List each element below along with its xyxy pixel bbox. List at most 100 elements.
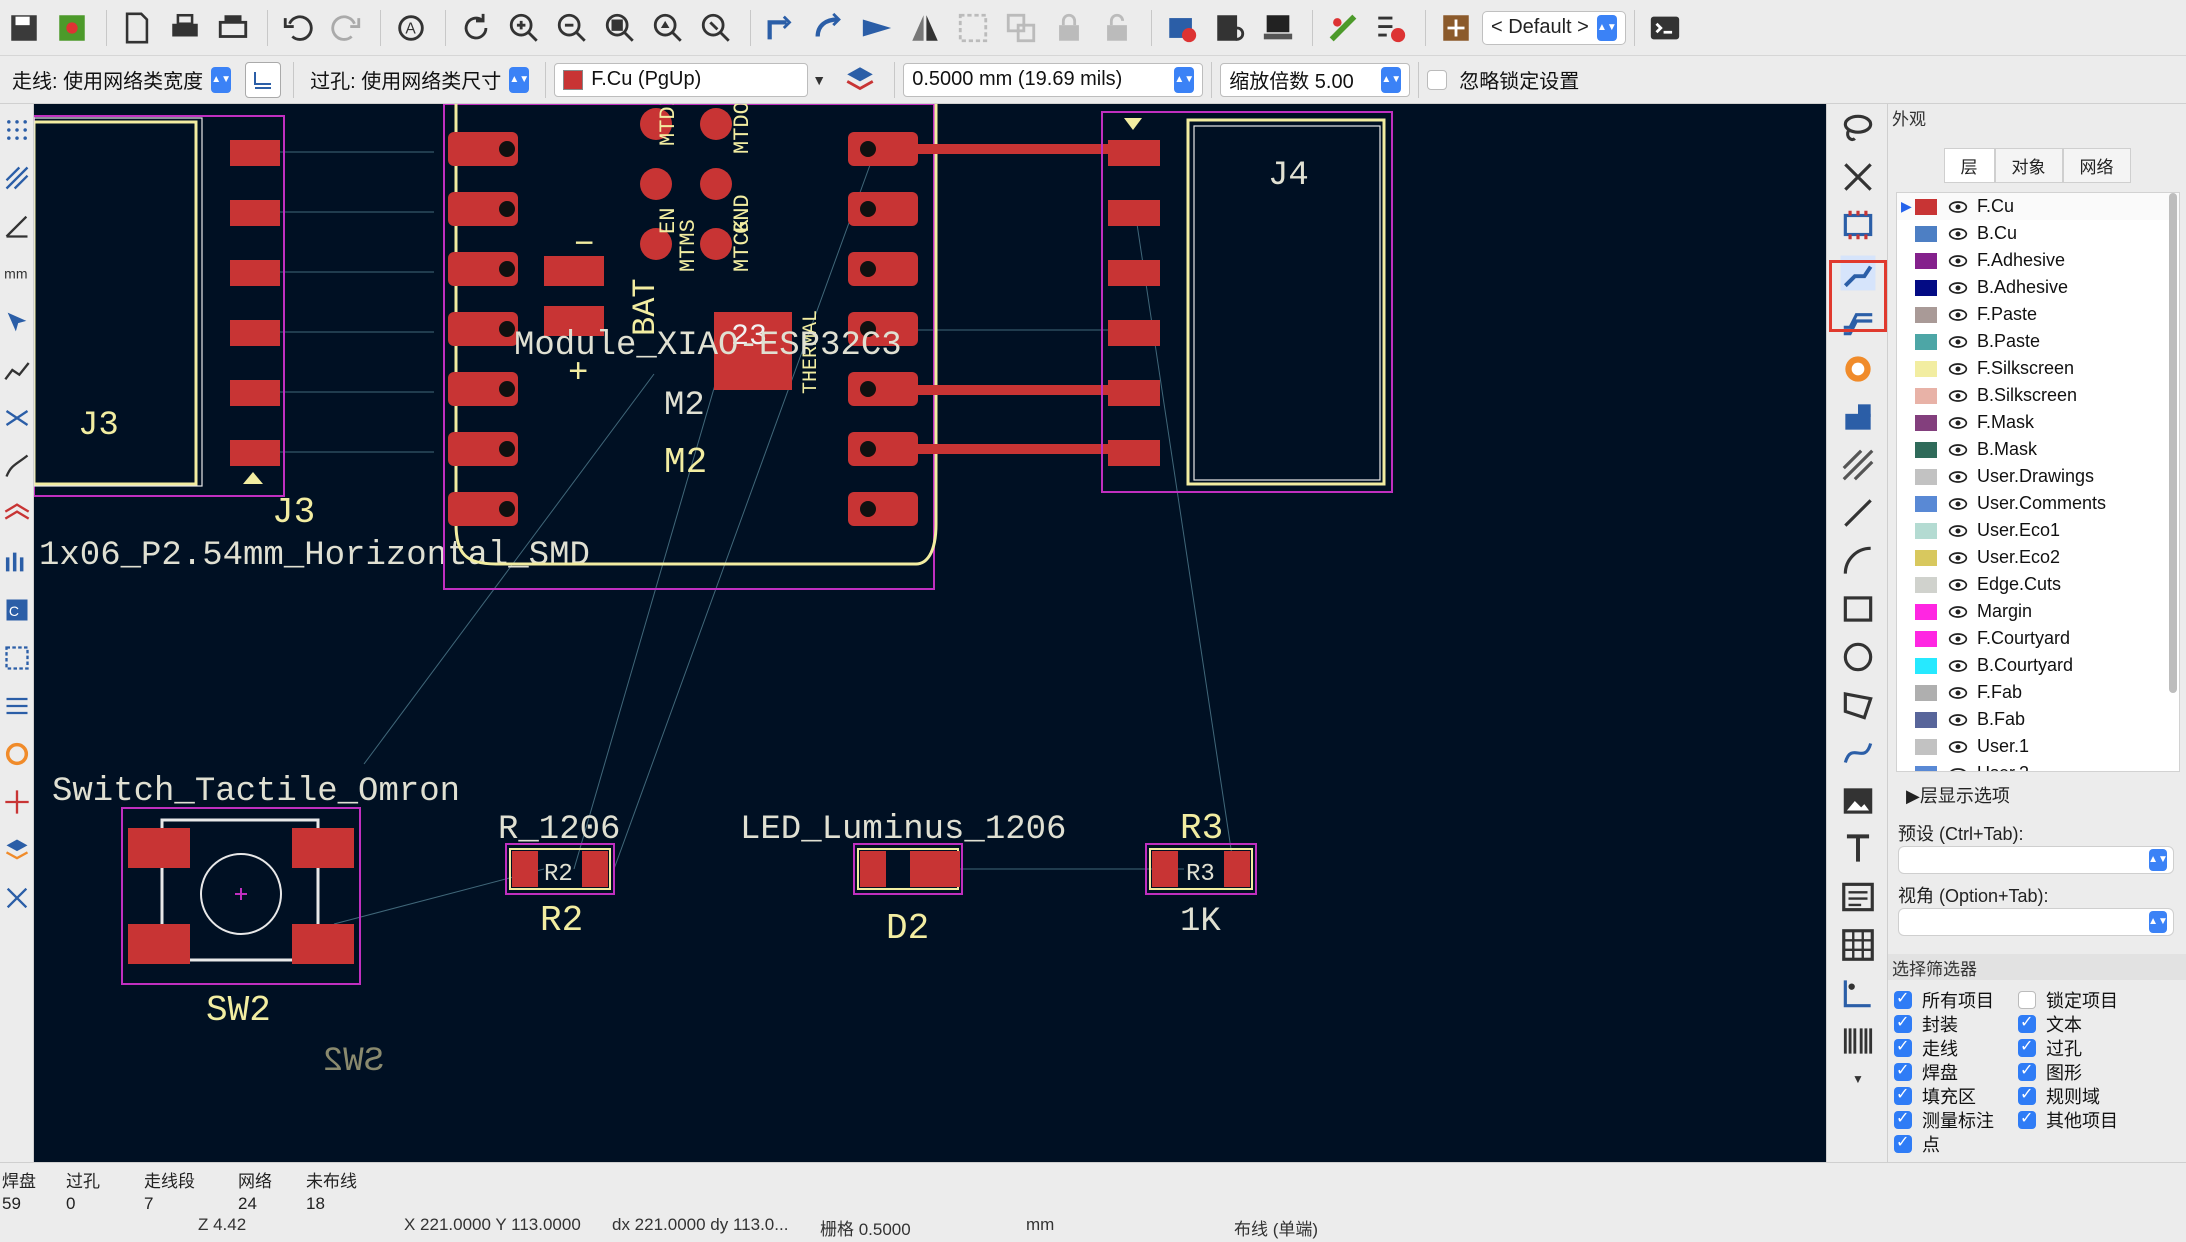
filter-checkbox[interactable] bbox=[1894, 988, 1912, 1009]
undo-icon[interactable] bbox=[276, 6, 320, 50]
zoom-selection-icon[interactable] bbox=[694, 6, 738, 50]
footprint-editor-icon[interactable] bbox=[1208, 6, 1252, 50]
ungroup-icon[interactable] bbox=[999, 6, 1043, 50]
filter-checkbox[interactable] bbox=[2018, 1036, 2036, 1057]
filter-checkbox[interactable] bbox=[1894, 1060, 1912, 1081]
filter-checkbox[interactable] bbox=[1894, 1036, 1912, 1057]
rotate-ccw-icon[interactable] bbox=[759, 6, 803, 50]
local-ratsnest-icon[interactable] bbox=[1827, 154, 1889, 200]
view-dropdown[interactable]: ▲▼ bbox=[1898, 908, 2174, 936]
layer-color-swatch[interactable] bbox=[1915, 522, 1937, 539]
eye-icon[interactable] bbox=[1947, 628, 1969, 650]
page-settings-icon[interactable] bbox=[115, 6, 159, 50]
draw-bezier-icon[interactable] bbox=[1827, 730, 1889, 776]
flip-icon[interactable] bbox=[855, 6, 899, 50]
filter-checkbox[interactable] bbox=[2018, 1012, 2036, 1033]
add-barcode-icon[interactable] bbox=[1827, 1018, 1889, 1064]
track-outline-icon[interactable] bbox=[0, 636, 34, 680]
filter-option[interactable]: 文本 bbox=[2018, 1012, 2142, 1036]
checklist-icon[interactable] bbox=[1369, 6, 1413, 50]
cursor-icon[interactable] bbox=[0, 300, 34, 344]
layer-color-swatch[interactable] bbox=[1915, 306, 1937, 323]
layer-color-swatch[interactable] bbox=[1915, 279, 1937, 296]
layer-row[interactable]: B.Mask bbox=[1897, 436, 2179, 463]
layer-scrollbar[interactable] bbox=[2169, 193, 2177, 693]
overlay-grid-icon[interactable] bbox=[0, 156, 34, 200]
preset-dropdown[interactable]: ▲▼ bbox=[1898, 846, 2174, 874]
filter-checkbox[interactable] bbox=[2018, 1084, 2036, 1105]
lasso-select-icon[interactable] bbox=[1827, 106, 1889, 152]
layer-row[interactable]: B.Courtyard bbox=[1897, 652, 2179, 679]
layer-row[interactable]: User.1 bbox=[1897, 733, 2179, 760]
group-icon[interactable] bbox=[951, 6, 995, 50]
eye-icon[interactable] bbox=[1947, 493, 1969, 515]
layers-manager-icon[interactable] bbox=[0, 828, 34, 872]
layer-color-swatch[interactable] bbox=[1915, 252, 1937, 269]
ignore-lock-checkbox[interactable] bbox=[1427, 69, 1448, 90]
layer-row[interactable]: F.Mask bbox=[1897, 409, 2179, 436]
layer-color-swatch[interactable] bbox=[1915, 468, 1937, 485]
refresh-icon[interactable] bbox=[454, 6, 498, 50]
filter-option[interactable]: 过孔 bbox=[2018, 1036, 2142, 1060]
tab-nets[interactable]: 网络 bbox=[2062, 148, 2131, 183]
show-ratsnest-icon[interactable] bbox=[0, 396, 34, 440]
filter-option[interactable]: 测量标注 bbox=[1894, 1108, 2018, 1132]
eye-icon[interactable] bbox=[1947, 358, 1969, 380]
ratsnest-icon[interactable] bbox=[0, 348, 34, 392]
layer-row[interactable]: B.Cu bbox=[1897, 220, 2179, 247]
tab-objects[interactable]: 对象 bbox=[1994, 148, 2063, 183]
layer-color-swatch[interactable] bbox=[1915, 333, 1937, 350]
draw-arc-icon[interactable] bbox=[1827, 538, 1889, 584]
layer-color-swatch[interactable] bbox=[1915, 630, 1937, 647]
layer-row[interactable]: B.Silkscreen bbox=[1897, 382, 2179, 409]
layer-color-swatch[interactable] bbox=[1915, 495, 1937, 512]
layer-row[interactable]: Margin bbox=[1897, 598, 2179, 625]
filter-checkbox[interactable] bbox=[1894, 1132, 1912, 1153]
zoom-select[interactable]: 缩放倍数 5.00 ▲▼ bbox=[1220, 62, 1411, 97]
layer-row[interactable]: F.Adhesive bbox=[1897, 247, 2179, 274]
layer-color-swatch[interactable] bbox=[1915, 657, 1937, 674]
auto-track-width-icon[interactable] bbox=[245, 61, 282, 98]
layer-row[interactable]: User.2 bbox=[1897, 760, 2179, 771]
layer-row[interactable]: ▶F.Cu bbox=[1897, 193, 2179, 220]
grid-toggle-icon[interactable] bbox=[0, 108, 34, 152]
tab-layers[interactable]: 层 bbox=[1943, 148, 1995, 183]
properties-icon[interactable] bbox=[0, 876, 34, 920]
rotate-cw-icon[interactable] bbox=[807, 6, 851, 50]
drc-icon[interactable] bbox=[1160, 6, 1204, 50]
layer-color-swatch[interactable] bbox=[1915, 765, 1937, 771]
unlock-icon[interactable] bbox=[1095, 6, 1139, 50]
mirror-icon[interactable] bbox=[903, 6, 947, 50]
layer-select[interactable]: F.Cu (PgUp) bbox=[554, 62, 809, 97]
lock-icon[interactable] bbox=[1047, 6, 1091, 50]
layer-row[interactable]: User.Eco2 bbox=[1897, 544, 2179, 571]
more-tools-icon[interactable]: ▼ bbox=[1852, 1072, 1864, 1086]
board-setup-icon[interactable] bbox=[50, 6, 94, 50]
filter-option[interactable]: 封装 bbox=[1894, 1012, 2018, 1036]
filter-option[interactable]: 图形 bbox=[2018, 1060, 2142, 1084]
layer-color-swatch[interactable] bbox=[1915, 549, 1937, 566]
draw-rect-icon[interactable] bbox=[1827, 586, 1889, 632]
layer-color-swatch[interactable] bbox=[1915, 387, 1937, 404]
eye-icon[interactable] bbox=[1947, 547, 1969, 569]
layer-color-swatch[interactable] bbox=[1915, 576, 1937, 593]
via-outline-icon[interactable]: C bbox=[0, 588, 34, 632]
layer-row[interactable]: F.Paste bbox=[1897, 301, 2179, 328]
eye-icon[interactable] bbox=[1947, 655, 1969, 677]
add-via-icon[interactable] bbox=[1827, 346, 1889, 392]
filter-checkbox[interactable] bbox=[1894, 1108, 1912, 1129]
flip-board-icon[interactable] bbox=[0, 780, 34, 824]
filter-checkbox[interactable] bbox=[2018, 1060, 2036, 1081]
filter-option[interactable]: 所有项目 bbox=[1894, 988, 2018, 1012]
layer-color-swatch[interactable] bbox=[1915, 198, 1937, 215]
net-color-icon[interactable] bbox=[0, 732, 34, 776]
eye-icon[interactable] bbox=[1947, 520, 1969, 542]
eye-icon[interactable] bbox=[1947, 331, 1969, 353]
layer-row[interactable]: User.Eco1 bbox=[1897, 517, 2179, 544]
layer-row[interactable]: F.Silkscreen bbox=[1897, 355, 2179, 382]
redo-icon[interactable] bbox=[324, 6, 368, 50]
add-image-icon[interactable] bbox=[1827, 778, 1889, 824]
layer-color-swatch[interactable] bbox=[1915, 441, 1937, 458]
eye-icon[interactable] bbox=[1947, 736, 1969, 758]
track-width-select[interactable]: 走线: 使用网络类宽度 ▲▼ bbox=[4, 63, 239, 97]
